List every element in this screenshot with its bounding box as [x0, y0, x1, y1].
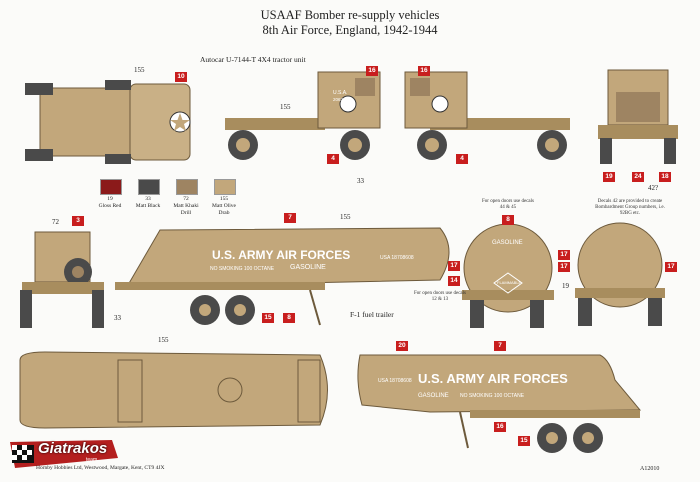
decal-tag: 17	[558, 262, 570, 272]
decal-tag: 19	[603, 172, 615, 182]
trailer-rear-view-2	[575, 222, 665, 326]
colour-name-72: Matt Khaki Drill	[173, 203, 199, 216]
decal-tag: 16	[366, 66, 378, 76]
decal-tag: 14	[448, 276, 460, 286]
colour-number-33: 33	[145, 196, 151, 202]
trailer-rear-view-1	[462, 223, 554, 328]
note-open-doors-44-45: For open doors use decals 44 & 45	[482, 199, 534, 210]
colour-name-19: Gloss Red	[98, 203, 122, 209]
decal-tag: 8	[283, 313, 295, 323]
colour-number-19: 19	[107, 196, 113, 202]
decal-tag: 7	[284, 213, 296, 223]
callout-33-tractor: 33	[357, 177, 364, 185]
decal-tag: 17	[448, 261, 460, 271]
decal-tag: 4	[327, 154, 339, 164]
callout-155-tractor-top: 155	[134, 66, 145, 74]
giatrakos-logo-tagline: team	[86, 457, 98, 463]
tractor-top-view	[25, 80, 191, 164]
callout-155-tractor-side: 155	[280, 103, 291, 111]
note-decals-42: Decals 42 are provided to create Bombard…	[595, 199, 665, 216]
callout-33-rear: 33	[114, 314, 121, 322]
rear-gasoline-marking: GASOLINE	[492, 240, 523, 246]
decal-tag: 8	[502, 215, 514, 225]
decal-tag: 15	[518, 436, 530, 446]
decal-tag: 10	[175, 72, 187, 82]
decal-tag: 17	[558, 250, 570, 260]
trailer2-gasoline-marking: GASOLINE	[418, 393, 449, 399]
decal-tag: 24	[632, 172, 644, 182]
trailer2-serial-marking: USA 18708608	[378, 378, 412, 384]
trailer-side-view	[115, 227, 450, 326]
tractor-serial-marking: 20636810	[333, 97, 354, 102]
tractor-caption: Autocar U-7144-T 4X4 tractor unit	[200, 55, 306, 64]
trailer-usaaf-marking: U.S. ARMY AIR FORCES	[212, 248, 351, 262]
colour-swatch-19	[100, 179, 122, 195]
trailer-gasoline-marking: GASOLINE	[290, 264, 326, 271]
colour-swatch-155	[214, 179, 236, 195]
colour-name-33: Matt Black	[135, 203, 161, 209]
trailer-serial-marking: USA 18708608	[380, 255, 414, 261]
decal-tag: 16	[494, 422, 506, 432]
colour-swatch-72	[176, 179, 198, 195]
colour-name-155: Matt Olive Drab	[212, 203, 236, 216]
flammable-marking: FLAMMABLE	[497, 280, 522, 285]
tractor-usa-marking: U.S.A.	[333, 90, 348, 96]
colour-swatch-33	[138, 179, 160, 195]
decal-tag: 4	[456, 154, 468, 164]
tractor-front-view	[598, 69, 678, 164]
decal-tag: 15	[262, 313, 274, 323]
decal-tag: 17	[665, 262, 677, 272]
tractor-side-view-right	[404, 71, 570, 160]
decal-tag: 7	[494, 341, 506, 351]
decal-tag: 16	[418, 66, 430, 76]
footer-address: Hornby Hobbies Ltd, Westwood, Margate, K…	[36, 465, 165, 471]
note-open-doors-12-13: For open doors use decals 12 & 13	[414, 291, 466, 302]
decal-tag: 20	[396, 341, 408, 351]
trailer2-usaaf-marking: U.S. ARMY AIR FORCES	[418, 371, 568, 386]
callout-72: 72	[52, 218, 59, 226]
callout-155-trailer-top: 155	[158, 336, 169, 344]
callout-19-trailer: 19	[562, 282, 569, 290]
tractor-side-view-left	[225, 71, 381, 160]
trailer2-no-smoking-marking: NO SMOKING 100 OCTANE	[460, 393, 525, 399]
colour-number-72: 72	[183, 196, 189, 202]
decal-tag: 3	[72, 216, 84, 226]
trailer-top-view	[19, 351, 328, 429]
trailer-side-view-2	[357, 354, 642, 453]
giatrakos-logo-text: Giatrakos	[38, 440, 108, 457]
sheet-subtitle: 8th Air Force, England, 1942-1944	[262, 23, 438, 37]
trailer-no-smoking-marking: NO SMOKING 100 OCTANE	[210, 266, 275, 272]
colour-number-155: 155	[219, 196, 229, 202]
kit-code: A12010	[640, 466, 660, 472]
callout-155-trailer: 155	[340, 213, 351, 221]
callout-42: 42?	[648, 184, 659, 192]
sheet-title: USAAF Bomber re-supply vehicles	[260, 8, 440, 22]
decal-tag: 18	[659, 172, 671, 182]
giatrakos-logo-mark	[10, 440, 118, 468]
tractor-rear-view	[20, 231, 104, 328]
trailer-caption: F-1 fuel trailer	[350, 310, 394, 319]
